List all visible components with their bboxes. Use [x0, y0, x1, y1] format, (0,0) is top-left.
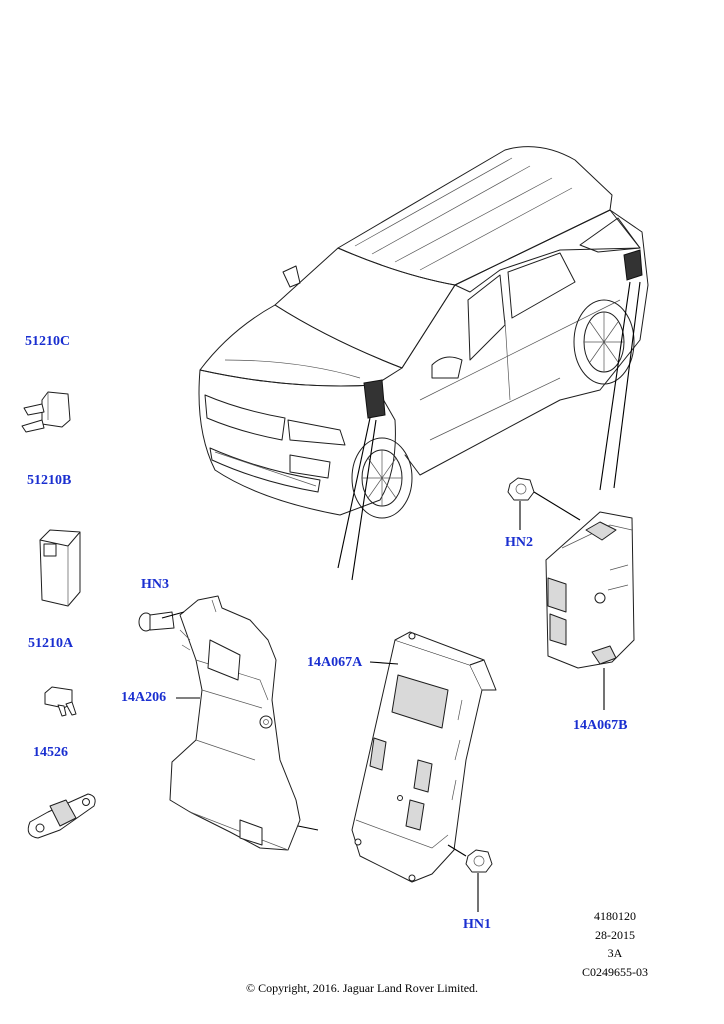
module-14a067b-drawing: [545, 511, 635, 669]
callout-51210c[interactable]: 51210C: [25, 334, 71, 349]
reference-line-4: C0249655-03: [582, 964, 648, 979]
fuse-51210b-drawing: [39, 529, 81, 607]
vehicle-illustration: [198, 146, 649, 519]
fuse-51210c-drawing: [21, 391, 71, 433]
reference-line-1: 4180120: [594, 909, 636, 923]
callout-hn2[interactable]: HN2: [505, 535, 533, 550]
callout-14a206[interactable]: 14A206: [121, 690, 167, 705]
reference-block: 4180120 28-2015 3A C0249655-03: [570, 907, 660, 981]
copyright-notice: © Copyright, 2016. Jaguar Land Rover Lim…: [245, 981, 479, 995]
module-14a067a-drawing: [351, 631, 497, 883]
callout-14a067b[interactable]: 14A067B: [573, 718, 628, 733]
fuse-14526-drawing: [27, 793, 96, 839]
callout-51210b[interactable]: 51210B: [27, 473, 72, 488]
callout-51210a[interactable]: 51210A: [28, 636, 74, 651]
callout-14a067a[interactable]: 14A067A: [307, 655, 363, 670]
callout-hn1[interactable]: HN1: [463, 917, 491, 932]
callout-14526[interactable]: 14526: [33, 745, 68, 760]
reference-line-2: 28-2015: [595, 927, 635, 942]
nut-hn1-drawing: [465, 849, 493, 873]
callout-hn3[interactable]: HN3: [141, 577, 169, 592]
fuse-51210a-drawing: [44, 686, 77, 717]
reference-line-3: 3A: [607, 946, 623, 960]
bracket-14a206-drawing: [169, 595, 301, 851]
nut-hn2-drawing: [507, 477, 535, 501]
bolt-hn3-drawing: [138, 611, 175, 632]
